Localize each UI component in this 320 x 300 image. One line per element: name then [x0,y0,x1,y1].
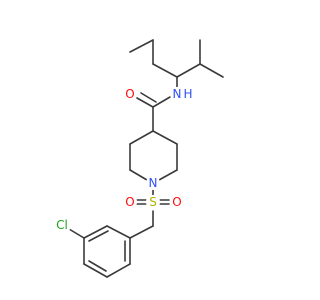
bond [152,96,171,108]
bond [68,228,85,239]
sulfonyl-oxygen-left-atom: O [123,195,137,209]
sulfur-atom: S [146,195,160,209]
bond [88,230,109,242]
chlorine-atom: Cl [53,216,71,234]
sulfur-label: S [149,195,157,209]
bond [106,225,131,239]
bond [83,225,108,239]
bond [152,63,178,78]
chlorine-label: Cl [56,218,68,232]
bond [129,225,154,239]
molecule-canvas: O N H N S O O Cl [53,39,224,278]
bond [83,263,108,278]
amide-nitrogen-atom: N [170,87,184,101]
amide-nitrogen-label: N [173,87,182,101]
bond [106,263,131,278]
amide-hydrogen-label: H [183,87,192,101]
bond [129,130,154,145]
bond [176,63,201,78]
bond [136,97,154,108]
sulfonyl-oxygen-left-label: O [125,195,134,209]
amide-hydrogen-atom: H [183,87,192,101]
bond [140,92,157,103]
carbonyl-oxygen-label: O [125,87,134,101]
piperidine-nitrogen-atom: N [146,176,160,190]
bond [88,260,107,272]
atom-labels: O N H N S O O Cl [53,87,193,234]
sulfonyl-oxygen-right-atom: O [170,195,184,209]
bond [158,169,178,181]
bonds [68,39,224,278]
bond [129,169,148,181]
carbonyl-oxygen-atom: O [123,87,137,101]
molecule-structure: O N H N S O O Cl [53,39,224,278]
sulfonyl-oxygen-right-label: O [172,195,181,209]
piperidine-nitrogen-label: N [149,176,158,190]
bond [199,63,224,78]
bond [152,130,178,145]
bond [129,39,154,53]
